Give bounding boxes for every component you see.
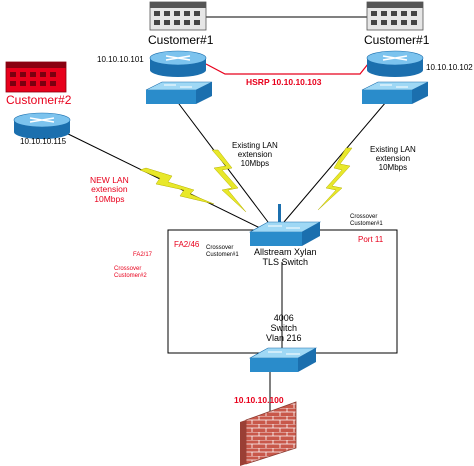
core-switch-label: Allstream Xylan TLS Switch [254, 247, 317, 268]
new-lan-line2: extension [91, 184, 128, 195]
customer1-right-building [366, 1, 424, 31]
crossover-c1-left-label: Crossover Customer#1 [206, 245, 239, 258]
crossover-c2-line1: Crossover [114, 266, 142, 272]
crossover-c1-right-line1: Crossover [350, 214, 378, 220]
customer1-left-router [149, 50, 207, 77]
crossover-c1-left-line1: Crossover [206, 245, 234, 251]
new-lan-line1: NEW LAN [90, 175, 129, 185]
customer1-left-building [149, 1, 207, 31]
new-lan-label: NEW LAN extension 10Mbps [90, 175, 129, 204]
existing-right-line1: Existing LAN [370, 145, 416, 154]
existing-left-line3: 10Mbps [240, 158, 270, 168]
fa2-17-label: FA2/17 [133, 252, 153, 258]
crossover-c1-left-line2: Customer#1 [206, 251, 239, 258]
customer1-right-switch [361, 81, 429, 104]
switch-4006 [248, 347, 318, 372]
crossover-c1-right-label: Crossover Customer#1 [350, 214, 383, 227]
customer1-right-router-ip: 10.10.10.102 [426, 63, 473, 72]
right-extension-link [283, 101, 387, 223]
crossover-c1-right-line2: Customer#1 [350, 220, 383, 227]
core-switch-line1: Allstream Xylan [254, 247, 317, 257]
switch-4006-line3: Vlan 216 [266, 332, 302, 343]
core-switch [248, 204, 322, 246]
hsrp-label: HSRP 10.10.10.103 [246, 77, 322, 87]
customer2-router [13, 112, 71, 139]
firewall [240, 401, 297, 466]
right-lightning [317, 147, 353, 211]
customer1-left-switch [145, 81, 213, 104]
customer2-label: Customer#2 [6, 93, 72, 107]
switch-4006-line1: 4006 [273, 313, 294, 323]
hsrp-link [205, 63, 369, 75]
left-lightning [211, 149, 247, 213]
existing-right-line3: 10Mbps [378, 162, 408, 172]
customer2-lightning [139, 167, 215, 205]
switch-4006-line2: Switch [270, 322, 298, 333]
crossover-c2-label: Crossover Customer#2 [114, 266, 147, 279]
customer1-left-router-ip: 10.10.10.101 [97, 55, 144, 64]
core-switch-line2: TLS Switch [262, 256, 309, 267]
crossover-c2-line2: Customer#2 [114, 272, 147, 279]
firewall-ip-label: 10.10.10.100 [234, 395, 284, 405]
customer1-left-label: Customer#1 [148, 33, 214, 47]
customer1-right-router [366, 50, 424, 77]
new-lan-line3: 10Mbps [94, 193, 125, 204]
customer2-router-ip: 10.10.10.115 [20, 137, 67, 146]
existing-right-line2: extension [375, 153, 411, 163]
existing-left-label: Existing LAN extension 10Mbps [232, 141, 278, 168]
fa2-46-label: FA2/46 [174, 240, 200, 249]
existing-left-line1: Existing LAN [232, 141, 278, 150]
port-11-label: Port 11 [358, 235, 384, 244]
switch-4006-label: 4006 Switch Vlan 216 [266, 313, 302, 344]
customer1-right-label: Customer#1 [364, 33, 430, 47]
existing-right-label: Existing LAN extension 10Mbps [370, 145, 416, 172]
existing-left-line2: extension [237, 149, 273, 159]
customer2-building [5, 61, 67, 93]
